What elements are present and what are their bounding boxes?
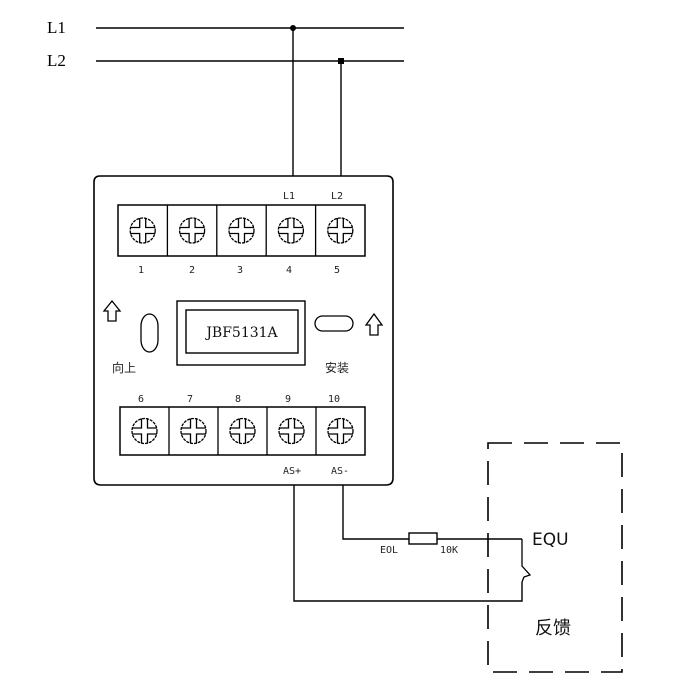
terminal-number-8: 8 (235, 394, 241, 405)
up-arrow-right-icon (364, 312, 384, 336)
terminal-1 (129, 217, 156, 244)
eol-label: EOL (380, 545, 398, 556)
bottom-terminal-strip (119, 406, 366, 456)
wire-as-plus (293, 485, 523, 602)
terminal-3 (216, 205, 255, 256)
equipment-label: EQU (532, 530, 569, 550)
terminal-number-2: 2 (189, 265, 195, 276)
terminal-number-3: 3 (237, 265, 243, 276)
bus-label-l2: L2 (47, 51, 66, 70)
terminal-4 (265, 205, 305, 256)
bottom-strip-frame (119, 406, 366, 456)
terminal-6 (131, 417, 158, 445)
terminal-screw-slot-icon (181, 418, 206, 444)
terminal-screw-icon (277, 217, 305, 244)
terminal-screw-icon (327, 217, 354, 244)
terminal-5 (314, 205, 354, 256)
terminal-screw-icon (178, 217, 206, 244)
wire-as-minus (342, 485, 409, 540)
terminal-9 (266, 407, 305, 455)
terminal-5-signal-label: L2 (331, 191, 343, 202)
terminal-8 (217, 407, 256, 455)
terminal-screw-icon (180, 417, 207, 445)
mounting-slot-vertical (140, 313, 159, 353)
install-caption: 安装 (325, 360, 349, 375)
module-body (93, 175, 394, 486)
terminal-10 (315, 407, 354, 455)
terminal-number-4: 4 (286, 265, 292, 276)
terminal-screw-slot-icon (328, 418, 353, 444)
terminal-number-10: 10 (328, 394, 340, 405)
terminal-number-9: 9 (285, 394, 291, 405)
terminal-screw-icon (327, 417, 354, 445)
terminal-4-signal-label: L1 (283, 191, 295, 202)
terminal-screw-slot-icon (132, 418, 157, 444)
terminal-number-6: 6 (138, 394, 144, 405)
model-plate-outer (176, 300, 306, 366)
terminal-screw-slot-icon (229, 218, 254, 243)
model-plate-inner (185, 309, 299, 354)
terminal-screw-icon (278, 417, 305, 445)
feedback-label: 反馈 (535, 618, 571, 639)
terminal-screw-slot-icon (230, 418, 255, 444)
terminal-screw-icon (131, 417, 158, 445)
terminal-9-signal-label: AS+ (283, 466, 301, 477)
terminal-screw-slot-icon (130, 218, 156, 243)
terminal-screw-slot-icon (179, 218, 205, 243)
terminal-screw-slot-icon (278, 218, 304, 243)
eol-resistor (408, 532, 438, 545)
terminal-screw-slot-icon (327, 218, 353, 243)
terminal-10-signal-label: AS- (331, 466, 349, 477)
top-terminal-strip (117, 204, 366, 257)
terminal-number-5: 5 (334, 265, 340, 276)
up-caption: 向上 (112, 360, 136, 375)
terminal-screw-icon (129, 217, 156, 244)
bus-label-l1: L1 (47, 18, 66, 37)
terminal-screw-icon (228, 217, 255, 244)
terminal-screw-icon (229, 417, 256, 445)
terminal-screw-slot-icon (279, 418, 304, 444)
model-label: JBF5131A (204, 325, 278, 341)
feedback-contact-icon (521, 539, 532, 583)
up-arrow-left-icon (102, 299, 122, 322)
mounting-slot-horizontal (314, 315, 354, 332)
resistor-value-label: 10K (440, 545, 458, 556)
terminal-number-1: 1 (138, 265, 144, 276)
terminal-2 (166, 205, 206, 256)
top-strip-frame (117, 204, 366, 257)
terminal-7 (168, 407, 207, 455)
terminal-number-7: 7 (187, 394, 193, 405)
